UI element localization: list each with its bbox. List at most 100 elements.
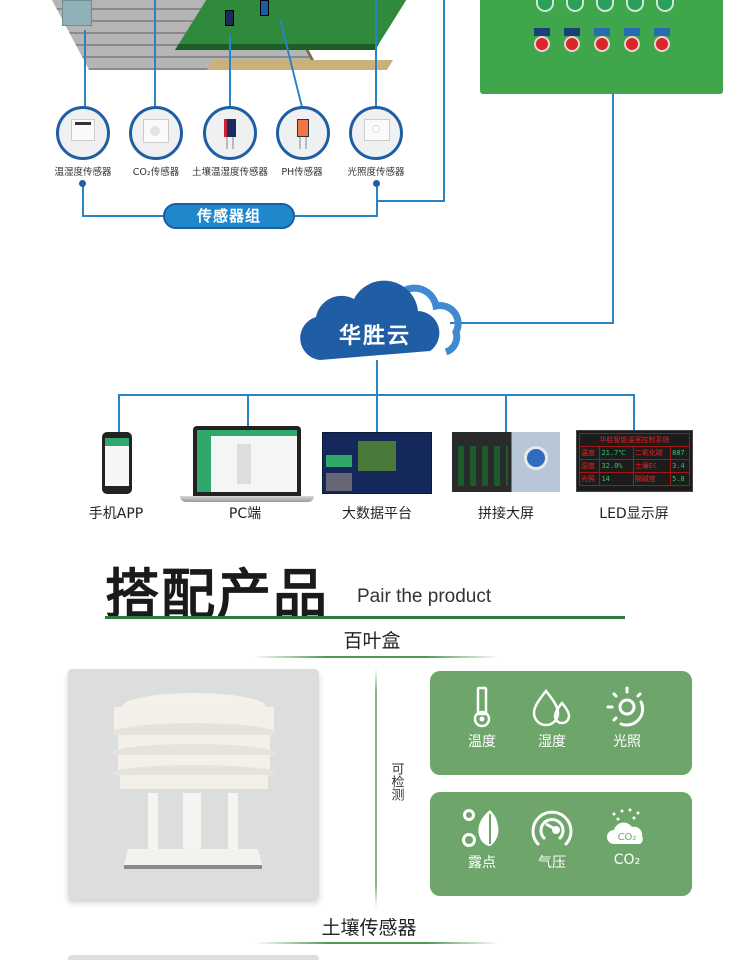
red-push-button [624,36,640,52]
product-name: 百叶盒 [343,630,401,652]
feature-label: 湿度 [538,734,566,750]
connector-line [82,184,84,216]
sensor-label: 土壤温湿度传感器 [191,167,268,178]
control-cabinet [480,0,723,94]
led-data-table: 华胜智能温室控制系统 温度 21.7℃ 二氧化碳 887 湿度 32.0% 土壤… [578,433,690,486]
led-cell: 二氧化碳 [632,446,672,460]
sensor-label: CO₂传感器 [132,167,180,178]
dew-point-icon [447,806,517,850]
terminal-label: 拼接大屏 [478,506,534,522]
detectable-text: 可检测 [388,762,404,801]
light-sensor-icon [349,106,403,160]
terminal-label: PC端 [228,506,262,522]
button-label-plate [624,28,640,36]
terminal-label: LED显示屏 [599,506,669,522]
connector-line [118,394,635,396]
red-push-button [534,36,550,52]
button-label-plate [534,28,550,36]
button-label-plate [654,28,670,36]
indicator-light [656,0,674,12]
indicator-light [596,0,614,12]
sensor-label: 光照度传感器 [347,167,405,178]
led-cell: 21.7℃ [599,446,634,460]
led-display-icon: 华胜智能温室控制系统 温度 21.7℃ 二氧化碳 887 湿度 32.0% 土壤… [576,430,693,492]
louver-box-icon [112,693,276,869]
video-wall-icon [452,432,560,492]
section-subtitle: Pair the product [357,586,492,607]
feature-temperature: 温度 [447,685,517,751]
sun-icon [592,685,662,729]
led-title: 华胜智能温室控制系统 [579,433,690,447]
greenhouse-base [206,60,394,70]
terminal-label: 大数据平台 [342,506,412,522]
connector-line [443,0,445,202]
led-cell: 土壤EC [632,459,672,473]
water-drops-icon [517,685,587,729]
feature-co2: CO₂ CO₂ [592,806,662,868]
led-cell: 光照 [578,472,601,486]
button-label-plate [594,28,610,36]
red-push-button [654,36,670,52]
ph-sensor-icon [276,106,330,160]
feature-air-pressure: 气压 [517,806,587,872]
led-cell: 3.4 [670,459,690,473]
led-cell: 887 [670,446,690,460]
thermometer-icon [447,685,517,729]
section-title: 搭配产品 [105,563,329,626]
feature-label: 光照 [613,734,641,750]
temp-humidity-sensor-icon [56,106,110,160]
greenhouse-door [62,0,92,26]
probe-icon [260,0,269,16]
connector-line [376,200,444,202]
co2-sensor-icon [129,106,183,160]
connector-line [154,0,156,106]
led-cell: 湿度 [578,459,601,473]
feature-label: CO₂ [613,852,641,868]
big-data-dashboard-icon [322,432,432,494]
connector-line [633,394,635,432]
svg-text:CO₂: CO₂ [618,832,637,843]
connector-line [450,322,614,324]
feature-card-1: 温度 湿度 光照 [430,671,692,775]
feature-dew-point: 露点 [447,806,517,872]
louver-box-image [68,669,319,899]
feature-label: 露点 [468,855,496,871]
red-push-button [564,36,580,52]
connector-dot [79,180,86,187]
button-label-plate [564,28,580,36]
connector-line [229,35,231,106]
connector-line [612,94,614,324]
pc-laptop-icon [193,426,301,496]
terminal-label: 手机APP [88,506,144,522]
detectable-label: 可检测 [388,762,404,805]
soil-sensor-icon [203,106,257,160]
red-push-button [594,36,610,52]
title-divider [105,616,625,619]
sensor-label: 温湿度传感器 [54,167,112,178]
led-cell: 酸碱度 [632,472,672,486]
connector-line [247,394,249,428]
laptop-base [180,496,314,502]
cloud-icon [300,280,462,360]
product-name: 土壤传感器 [321,917,417,939]
greenhouse-plant-bed [175,0,425,50]
product-divider [252,656,500,658]
led-cell: 32.0% [599,459,634,473]
sensor-label: PH传感器 [281,167,323,178]
led-cell: 5.8 [670,472,690,486]
phone-app-icon [102,432,132,494]
connector-line [375,0,377,106]
co2-cloud-icon: CO₂ [592,806,662,850]
connector-line [82,215,164,217]
led-cell: 温度 [578,446,601,460]
feature-humidity: 湿度 [517,685,587,751]
cloud-platform-label: 华胜云 [338,324,411,349]
feature-label: 气压 [538,855,566,871]
connector-line [376,360,378,434]
feature-label: 温度 [468,734,496,750]
pressure-gauge-icon [517,806,587,850]
product-divider [255,942,500,944]
indicator-light [626,0,644,12]
connector-line [84,30,86,106]
